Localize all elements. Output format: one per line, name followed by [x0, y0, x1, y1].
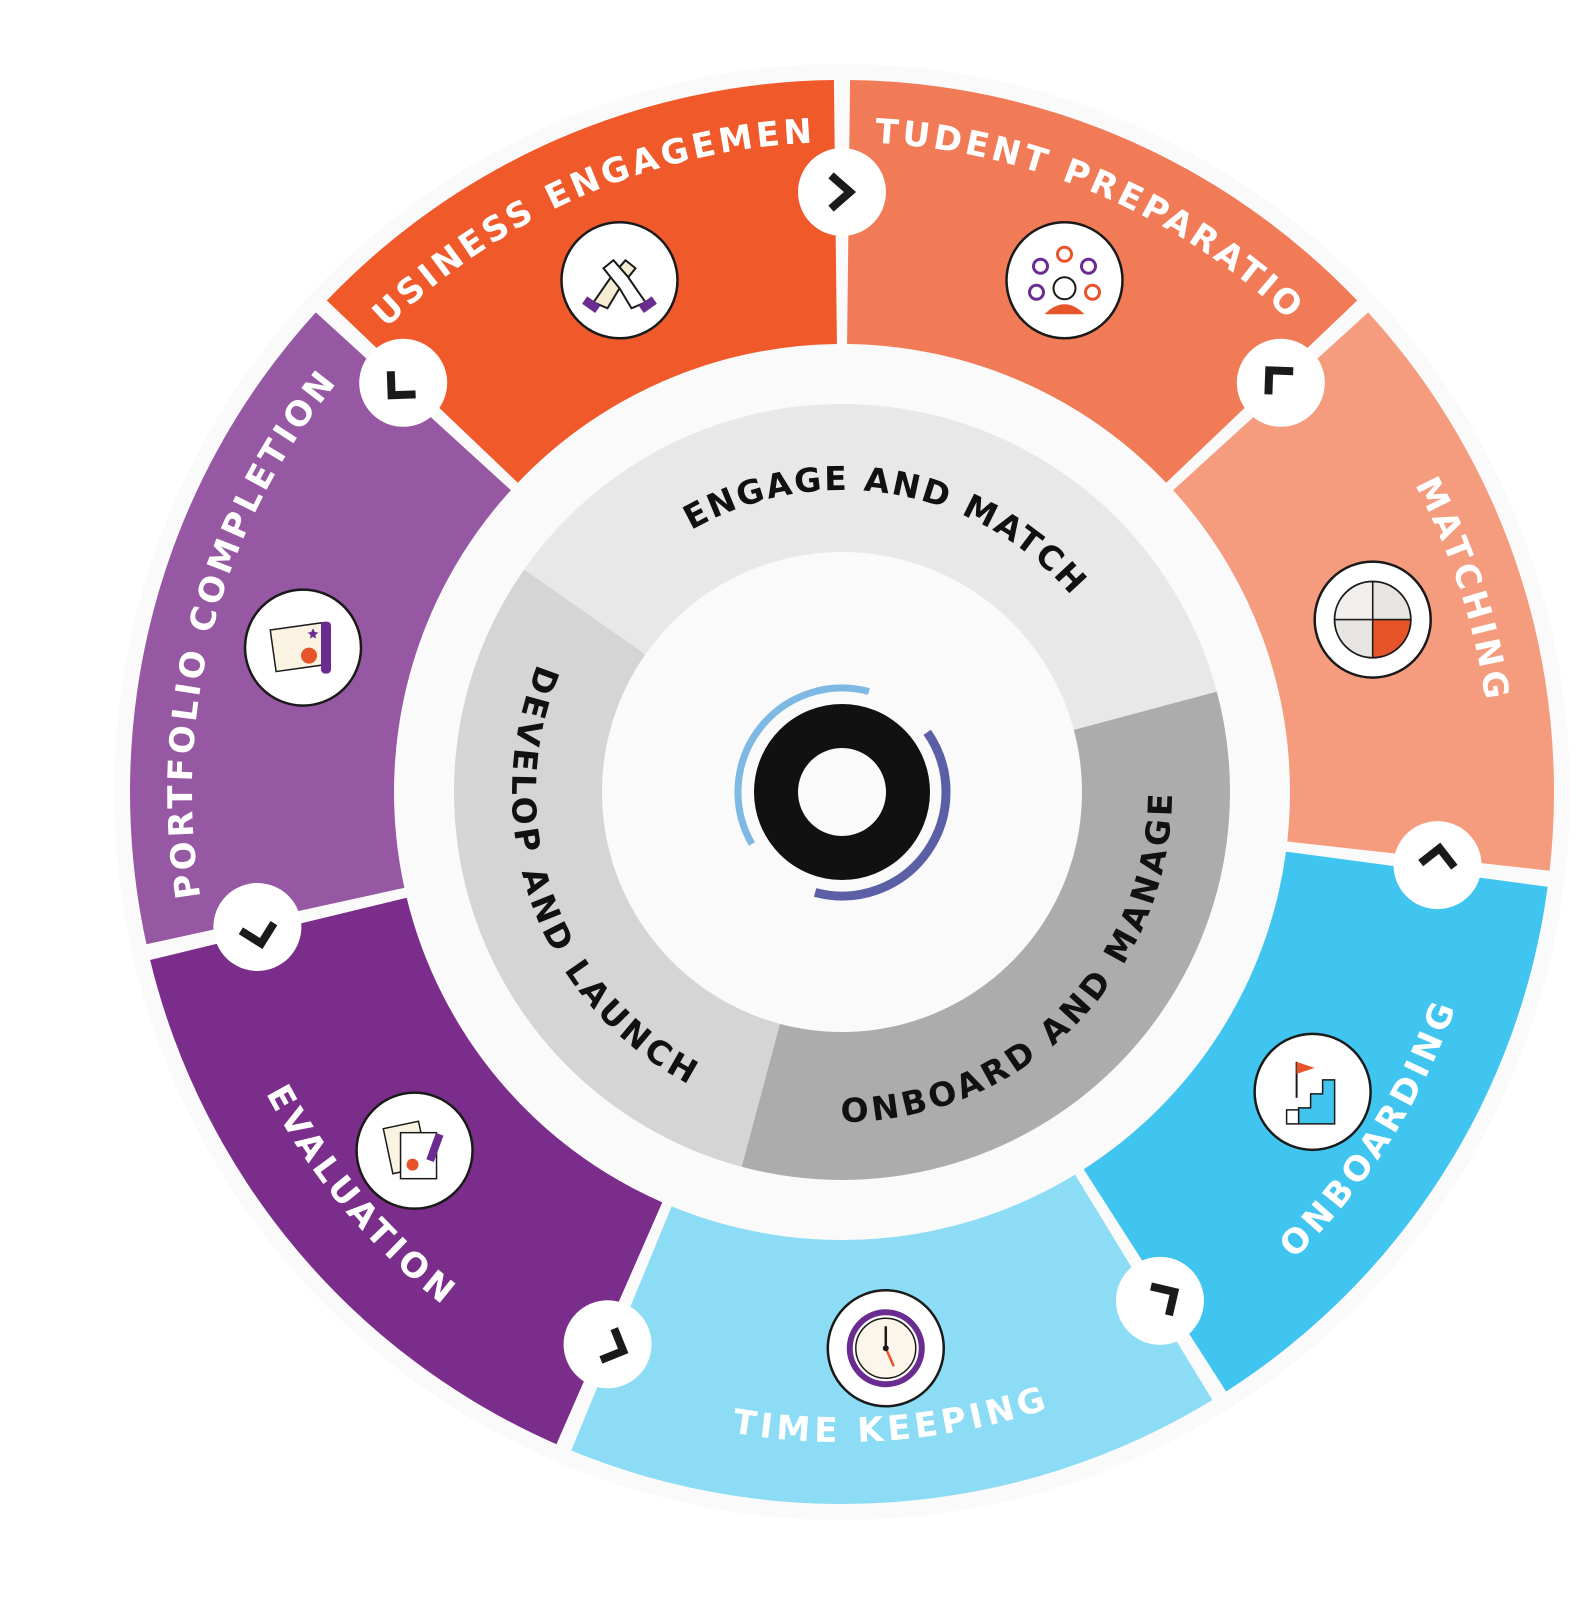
- phase-engage-and-match: ENGAGE AND MATCH: [524, 404, 1217, 730]
- chevron-corner-icon: [1115, 1256, 1204, 1345]
- steps-flag-icon: [1253, 1032, 1372, 1152]
- chevron-right-icon: [798, 148, 886, 236]
- handshake-icon: [560, 221, 679, 340]
- clock-icon: [826, 1289, 946, 1408]
- center-logo: [734, 684, 951, 901]
- phase-shape: [454, 569, 780, 1167]
- chevron-corner-icon: [213, 882, 302, 971]
- certificate-scroll-icon: [243, 588, 363, 707]
- documents-icon: [355, 1091, 474, 1210]
- chevron-corner-icon: [1393, 821, 1482, 910]
- ring-logo-icon: [754, 704, 930, 880]
- phase-shape: [524, 404, 1217, 730]
- student-skills-icon: [1005, 221, 1124, 340]
- connectors-layer: [213, 148, 1482, 1389]
- segment-evaluation: EVALUATION: [150, 897, 663, 1445]
- segment-time-keeping: TIME KEEPING: [571, 1174, 1213, 1504]
- chevron-corner-icon: [359, 338, 448, 427]
- chevron-corner-icon: [1236, 338, 1325, 427]
- phase-shape: [741, 691, 1230, 1180]
- chevron-corner-icon: [563, 1300, 652, 1389]
- puzzle-icon: [1313, 560, 1432, 679]
